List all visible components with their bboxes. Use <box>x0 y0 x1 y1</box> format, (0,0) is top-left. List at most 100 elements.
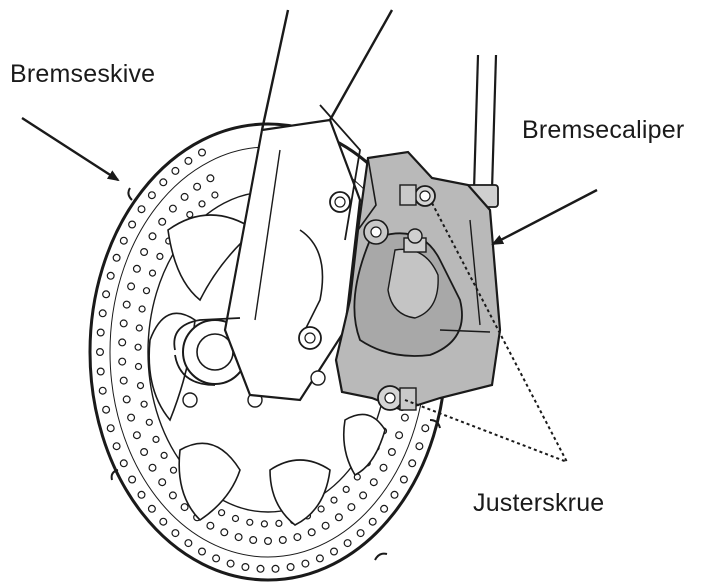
disc-hole <box>184 539 193 548</box>
disc-hole <box>168 491 177 500</box>
disc-hole <box>231 514 240 523</box>
screw-leader-upper <box>431 202 568 463</box>
disc-hole <box>293 533 302 542</box>
disc-hole <box>286 562 295 571</box>
disc-hole <box>400 413 409 422</box>
disc-hole <box>249 535 258 544</box>
disc-hole <box>334 513 343 522</box>
disc-hole <box>301 559 310 568</box>
disc-hole <box>171 166 180 175</box>
disc-hole <box>134 343 142 351</box>
disc-hole <box>315 554 324 563</box>
disc-hole <box>198 148 207 157</box>
disc-hole <box>186 211 194 219</box>
disc-hole <box>159 178 168 187</box>
disc-arrow <box>21 116 120 182</box>
disc-hole <box>127 282 136 291</box>
disc-hole <box>148 463 157 472</box>
disc-hole <box>342 485 350 493</box>
disc-hole <box>408 459 417 468</box>
disc-hole <box>119 459 128 468</box>
disc-hole <box>148 232 157 241</box>
disc-hole <box>168 204 177 213</box>
disc-hole <box>106 271 115 280</box>
disc-hole <box>158 217 167 226</box>
disc-hole <box>102 290 111 299</box>
disc-hole <box>98 386 107 395</box>
disc-hole <box>198 547 207 556</box>
disc-hole <box>96 367 105 376</box>
disc-hole <box>158 478 167 487</box>
fork-leg <box>173 9 394 402</box>
disc-hole <box>119 376 128 385</box>
disc-hole <box>142 287 151 295</box>
disc-hole <box>119 319 128 328</box>
disc-hole <box>132 431 141 440</box>
disc-hole <box>343 539 352 548</box>
disc-hole <box>317 505 325 513</box>
disc-hole <box>380 504 389 513</box>
disc-hole <box>169 466 178 474</box>
disc-hole <box>160 451 168 459</box>
disc-hole <box>212 554 221 563</box>
disc-hole <box>138 305 146 313</box>
disc-hole <box>395 431 404 440</box>
disc-hole <box>112 442 121 451</box>
disc-hole <box>134 362 143 371</box>
brake-caliper <box>334 150 502 412</box>
disc-hole <box>415 442 424 451</box>
disc-hole <box>98 309 107 318</box>
screw-leader-lower <box>404 399 568 463</box>
disc-hole <box>140 248 149 257</box>
disc-hole <box>122 395 131 404</box>
disc-hole <box>128 475 137 484</box>
disc-hole <box>264 536 273 545</box>
disc-hole <box>184 156 193 165</box>
disc-hole <box>307 528 316 537</box>
leader-arrows <box>21 116 598 463</box>
disc-hole <box>152 435 160 443</box>
disc-hole <box>156 252 164 260</box>
disc-hole <box>241 562 250 571</box>
disc-hole <box>278 535 287 544</box>
disc-hole <box>122 300 131 309</box>
disc-hole <box>147 191 156 200</box>
brake-disc-label: Bremseskive <box>10 60 156 88</box>
disc-hole <box>206 174 215 183</box>
disc-hole <box>102 405 111 414</box>
disc-hole <box>256 564 265 573</box>
disc-hole <box>119 236 128 245</box>
disc-hole <box>359 491 368 500</box>
disc-hole <box>171 529 180 538</box>
disc-hole <box>137 490 146 499</box>
disc-hole <box>137 205 146 214</box>
disc-hole <box>180 192 189 201</box>
disc-hole <box>260 520 268 528</box>
disc-hole <box>118 357 127 366</box>
disc-hole <box>127 413 136 422</box>
disc-hole <box>421 424 430 433</box>
adjusting-screw-label: Justerskrue <box>473 489 605 517</box>
disc-hole <box>193 182 202 191</box>
disc-hole <box>211 191 219 199</box>
brake-caliper-label: Bremsecaliper <box>522 116 685 144</box>
disc-hole <box>106 424 115 433</box>
disc-hole <box>198 200 206 208</box>
disc-hole <box>96 328 105 337</box>
disc-hole <box>218 509 226 517</box>
disc-hole <box>390 490 399 499</box>
disc-hole <box>321 521 330 530</box>
disc-hole <box>135 324 143 332</box>
disc-hole <box>369 478 378 487</box>
disc-hole <box>368 517 377 526</box>
disc-hole <box>206 521 215 530</box>
disc-hole <box>226 559 235 568</box>
disc-hole <box>148 269 157 277</box>
disc-holes <box>95 148 430 573</box>
disc-hole <box>95 348 104 357</box>
disc-hole <box>128 220 137 229</box>
disc-hole <box>136 382 145 390</box>
disc-hole <box>147 504 156 513</box>
disc-hole <box>330 496 338 504</box>
disc-hole <box>112 253 121 262</box>
